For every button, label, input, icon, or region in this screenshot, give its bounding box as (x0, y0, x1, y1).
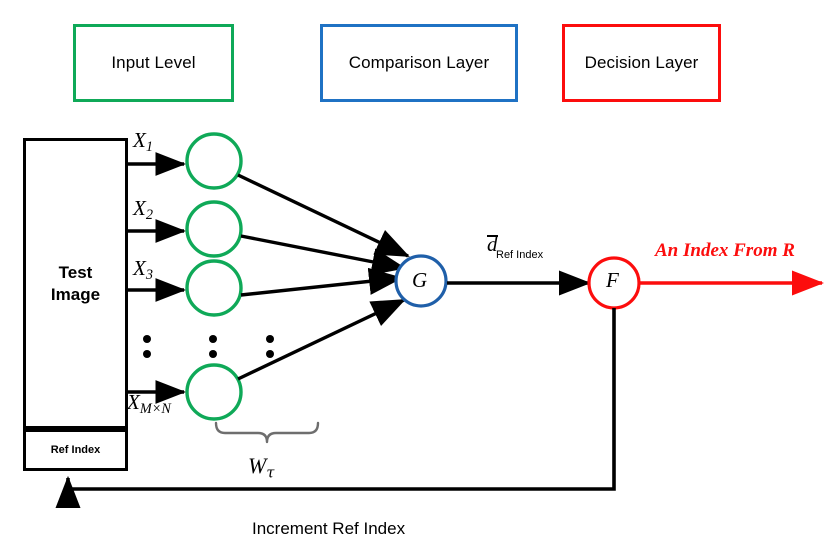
legend-label-comparison-layer: Comparison Layer (348, 53, 490, 72)
legend-box-decision-layer[interactable]: Decision Layer (562, 24, 721, 102)
input-label-x2-base: X (133, 196, 146, 220)
weight-edge-3 (240, 267, 404, 297)
input-label-x1-sub: 1 (145, 138, 153, 155)
legend-box-input-level[interactable]: Input Level (73, 24, 234, 102)
test-image-label-line1: Test (58, 263, 93, 283)
weights-brace (214, 421, 320, 444)
ellipsis-dot (143, 335, 151, 343)
weights-label: Wτ (248, 455, 274, 481)
input-label-x1-base: X (133, 128, 146, 152)
weight-edge-2 (240, 234, 407, 276)
ellipsis-dot (143, 350, 151, 358)
ellipsis-dot (266, 350, 274, 358)
input-label-xmn-base: X (127, 390, 140, 414)
weight-edge-1 (237, 173, 410, 258)
ellipsis-dot (266, 335, 274, 343)
input-neuron-1 (185, 132, 243, 190)
output-label-index-from-r: An Index From R (655, 240, 795, 261)
weight-edge-4 (237, 298, 406, 381)
comparison-node-label: G (412, 268, 428, 292)
input-neuron-3 (185, 259, 243, 317)
weight-edges (237, 173, 410, 381)
input-neurons (185, 132, 243, 421)
feedback-label: Increment Ref Index (252, 519, 406, 538)
edge-label-d-sub: Ref Index (496, 249, 544, 261)
ellipsis-dots (143, 335, 274, 358)
input-label-x2: X2 (133, 196, 153, 223)
test-image-label: Test Image (51, 262, 100, 305)
d-overbar (487, 235, 498, 237)
decision-node-label: F (606, 268, 619, 292)
input-arrows (128, 152, 187, 404)
input-label-x2-sub: 2 (145, 206, 153, 223)
ref-index-label: Ref Index (50, 444, 101, 456)
input-label-x1: X1 (133, 128, 153, 155)
input-neuron-2 (185, 200, 243, 258)
comparison-node-g (394, 254, 448, 308)
input-label-x3: X3 (133, 256, 153, 283)
legend-label-decision-layer: Decision Layer (584, 53, 699, 72)
edge-label-d-base: d (487, 232, 498, 256)
weights-label-base: W (248, 453, 267, 478)
ref-index-box[interactable]: Ref Index (23, 429, 128, 471)
feedback-path (55, 308, 616, 509)
input-label-xmn-sub: M×N (139, 400, 171, 417)
input-label-x3-base: X (133, 256, 146, 280)
input-neuron-4 (185, 363, 243, 421)
test-image-box[interactable]: Test Image (23, 138, 128, 429)
legend-box-comparison-layer[interactable]: Comparison Layer (320, 24, 518, 102)
ellipsis-dot (209, 350, 217, 358)
test-image-label-line2: Image (50, 284, 101, 304)
input-label-x3-sub: 3 (145, 266, 153, 283)
input-label-xmn: XM×N (127, 390, 171, 417)
ellipsis-dot (209, 335, 217, 343)
legend-label-input-level: Input Level (111, 53, 196, 72)
weights-label-sub: τ (266, 465, 275, 482)
edge-label-d-ref-index: d Ref Index (487, 232, 543, 261)
